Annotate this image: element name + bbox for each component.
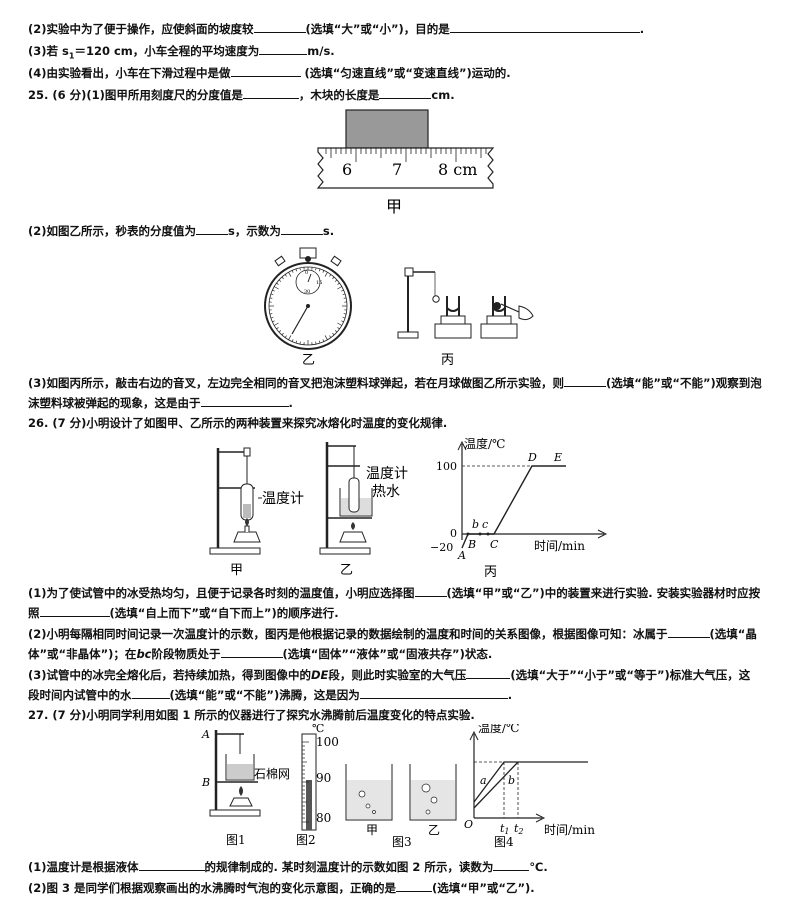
melting-graph: 温度/℃ 时间/min 100 0 −20 A B b c C D E 丙 xyxy=(430,436,608,580)
svg-text:A: A xyxy=(457,549,466,562)
svg-text:B: B xyxy=(467,538,476,551)
svg-text:C: C xyxy=(490,538,499,551)
q27-1: (1)温度计是根据液体的规律制成的. 某时刻温度计的示数如图 2 所示，读数为℃… xyxy=(28,860,548,874)
fig27: A B 石棉网 图1 ℃ 100 90 80 图2 甲 乙 图3 温度/℃ 时间… xyxy=(201,724,595,849)
q24-4: (4)由实验看出，小车在下滑过程中是做 (选填“匀速直线”或“变速直线”)运动的… xyxy=(28,66,511,80)
q26-1: (1)为了使试管中的冰受热均匀，且便于记录各时刻的温度值，小明应选择图(选填“甲… xyxy=(28,586,761,600)
svg-text:100: 100 xyxy=(316,735,339,749)
ruler-caption: 甲 xyxy=(386,197,402,216)
svg-text:a: a xyxy=(480,774,487,787)
svg-text:90: 90 xyxy=(316,771,331,785)
fig26-caption-jia: 甲 xyxy=(230,563,243,578)
svg-text:15: 15 xyxy=(316,280,322,286)
stopwatch-caption: 乙 xyxy=(302,353,315,368)
svg-text:温度/℃: 温度/℃ xyxy=(478,724,519,735)
svg-text:t2: t2 xyxy=(514,822,524,836)
q26-2: (2)小明每隔相同时间记录一次温度计的示数，图丙是他根据记录的数据绘制的温度和时… xyxy=(28,627,757,641)
svg-text:乙: 乙 xyxy=(428,823,440,837)
ruler-body xyxy=(316,147,495,189)
asbestos-net-label: 石棉网 xyxy=(254,767,290,781)
svg-text:100: 100 xyxy=(436,460,457,473)
svg-text:图1: 图1 xyxy=(226,833,246,847)
q27-stem: 27. (7 分)小明同学利用如图 1 所示的仪器进行了探究水沸腾前后温度变化的… xyxy=(28,708,475,722)
q25-3b: 沫塑料球被弹起的现象，这是由于. xyxy=(28,396,293,410)
ruler-tick-7: 7 xyxy=(392,160,402,179)
svg-text:0: 0 xyxy=(305,270,308,276)
svg-text:图3: 图3 xyxy=(392,835,412,849)
svg-text:−20: −20 xyxy=(430,541,453,554)
stopwatch-figure: 0 30 15 乙 xyxy=(264,247,352,368)
svg-text:80: 80 xyxy=(316,811,331,825)
svg-text:A: A xyxy=(201,728,210,741)
thermometer-label-jia: 温度计 xyxy=(262,491,304,507)
svg-text:b: b xyxy=(472,518,479,531)
fig26-apparatus: 温度计 甲 温度计 热水 乙 xyxy=(209,442,408,578)
q25-3: (3)如图丙所示，敲击右边的音叉，左边完全相同的音叉把泡沫塑料球弹起，若在月球做… xyxy=(28,376,762,390)
svg-text:0: 0 xyxy=(450,527,457,540)
q24-2: (2)实验中为了便于操作，应使斜面的坡度较(选填“大”或“小”)，目的是. xyxy=(28,22,645,36)
fig26-caption-yi: 乙 xyxy=(340,563,353,578)
thermometer-label-yi: 温度计 xyxy=(366,466,408,482)
tuning-fork-figure: 丙 xyxy=(397,267,534,368)
svg-text:c: c xyxy=(482,518,488,531)
svg-text:甲: 甲 xyxy=(366,823,378,837)
svg-text:E: E xyxy=(553,451,562,464)
svg-text:30: 30 xyxy=(304,289,310,295)
svg-text:图4: 图4 xyxy=(494,835,514,849)
melting-graph-caption: 丙 xyxy=(484,565,497,580)
svg-text:D: D xyxy=(527,451,537,464)
hot-water-label: 热水 xyxy=(372,484,400,500)
svg-text:O: O xyxy=(464,818,473,831)
ruler-tick-8: 8 cm xyxy=(438,160,477,179)
second-hand xyxy=(291,305,309,335)
svg-text:图2: 图2 xyxy=(296,833,316,847)
tuning-fork-caption: 丙 xyxy=(441,353,454,368)
svg-text:℃: ℃ xyxy=(312,724,324,735)
svg-text:温度/℃: 温度/℃ xyxy=(464,436,505,451)
melting-curve xyxy=(461,465,566,549)
q26-2b: 体”或“非晶体”)；在bc阶段物质处于(选填“固体”“液体”或“固液共存”)状态… xyxy=(28,647,493,661)
svg-text:b: b xyxy=(508,774,515,787)
svg-text:时间/min: 时间/min xyxy=(534,539,585,553)
q26-3b: 段时间内试管中的水(选填“能”或“不能”)沸腾，这是因为. xyxy=(28,688,513,702)
ruler-tick-6: 6 xyxy=(342,160,352,179)
svg-text:时间/min: 时间/min xyxy=(544,823,595,837)
q26-3: (3)试管中的冰完全熔化后，若持续加热，得到图像中的DE段，则此时实验室的大气压… xyxy=(28,668,751,682)
svg-text:B: B xyxy=(201,776,210,789)
q26-1b: 照(选填“自上而下”或“自下而上”)的顺序进行. xyxy=(28,606,339,620)
svg-text:t1: t1 xyxy=(500,822,510,836)
ruler-figure: 6 7 8 cm 甲 xyxy=(316,109,495,216)
q26-stem: 26. (7 分)小明设计了如图甲、乙所示的两种装置来探究冰熔化时温度的变化规律… xyxy=(28,416,448,430)
q27-2: (2)图 3 是同学们根据观察画出的水沸腾时气泡的变化示意图，正确的是(选填“甲… xyxy=(28,881,535,895)
wood-block xyxy=(345,109,429,149)
